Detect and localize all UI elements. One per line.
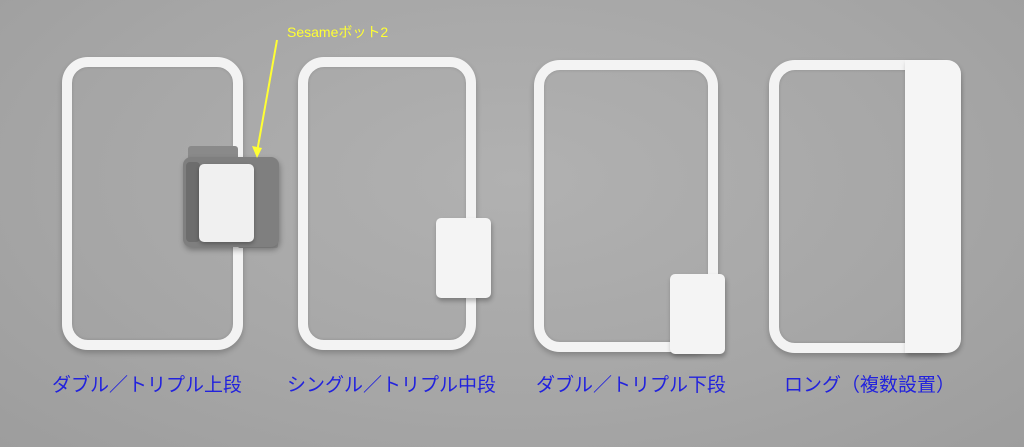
switch-cover-frame-lower [534, 60, 718, 352]
label-double-triple-upper: ダブル／トリプル上段 [52, 374, 243, 396]
long-mount-strip [905, 60, 961, 353]
mount-block-middle [436, 218, 491, 298]
switch-cover-frame-middle [298, 57, 476, 350]
sesame-bot-face [199, 164, 254, 242]
sesame-bot-side [186, 162, 200, 242]
mount-block-lower [670, 274, 725, 354]
label-long-multiple: ロング（複数設置） [784, 374, 956, 396]
label-double-triple-lower: ダブル／トリプル下段 [536, 374, 727, 396]
label-single-triple-middle: シングル／トリプル中段 [287, 374, 497, 396]
callout-sesame-bot2: Sesameボット2 [287, 24, 389, 40]
